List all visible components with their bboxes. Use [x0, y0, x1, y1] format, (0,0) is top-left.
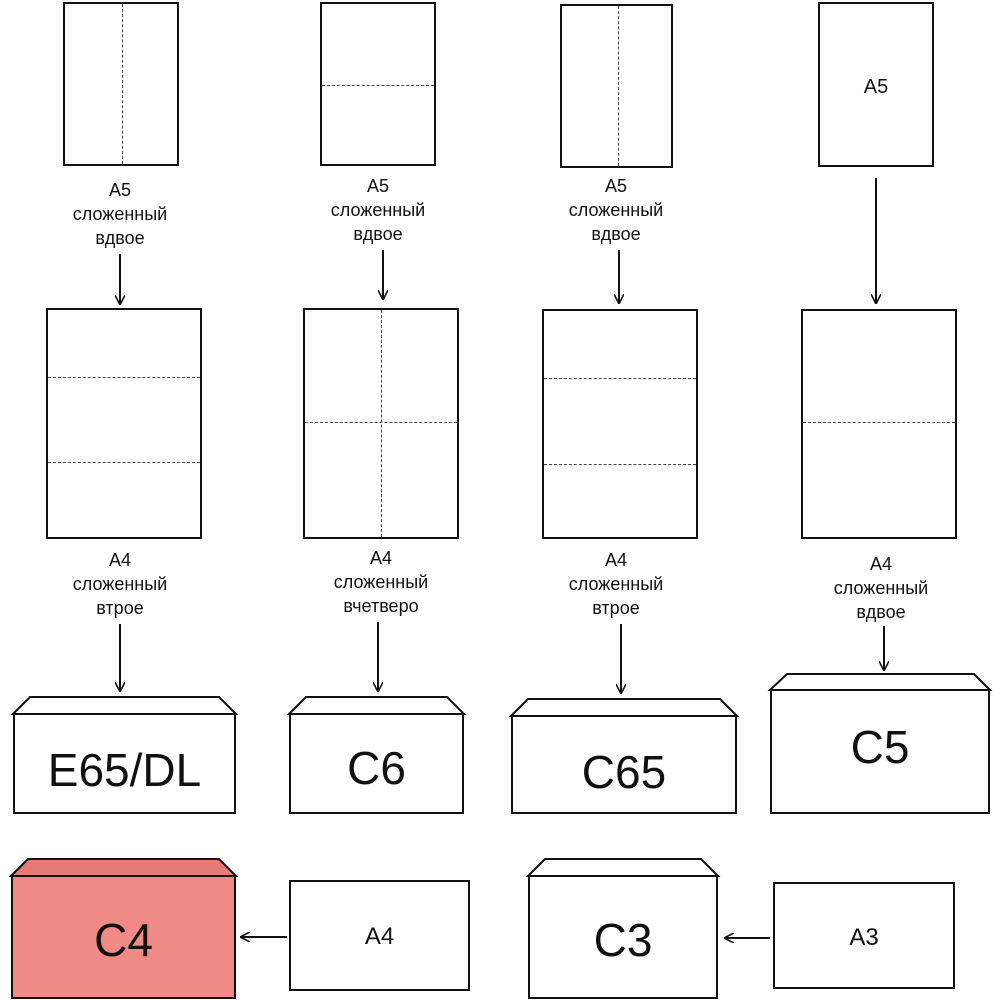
- envelope-label: C5: [850, 720, 910, 773]
- caption-format: A4: [604, 550, 628, 570]
- sheet-a3-landscape: A3: [773, 882, 955, 989]
- sheet-col2-a4: [303, 308, 459, 539]
- caption-fold: сложенный: [568, 574, 664, 594]
- fold-line-horizontal: [544, 464, 696, 465]
- envelope-flap-c6: [286, 696, 467, 715]
- envelope-flap-c65: [508, 698, 740, 717]
- caption-fold-type: вдвое: [95, 228, 145, 248]
- sheet-col4-top: A5: [818, 2, 934, 167]
- fold-line-horizontal: [48, 462, 200, 463]
- envelope-label: E65/DL: [47, 743, 202, 796]
- caption-fold-type: вдвое: [591, 224, 641, 244]
- sheet-col2-top: [320, 2, 436, 166]
- envelope-label: C4: [94, 914, 153, 966]
- envelope-flap-c4: [8, 858, 239, 877]
- envelope-label: C3: [593, 914, 653, 966]
- caption-fold-type: втрое: [592, 598, 640, 618]
- sheet-label-a5: A5: [863, 76, 889, 98]
- sheet-label-a3: A3: [849, 924, 879, 951]
- caption-fold: сложенный: [72, 204, 168, 224]
- caption-col3-a5: A5 сложенный вдвое: [536, 174, 696, 246]
- caption-fold-type: вдвое: [856, 602, 906, 622]
- caption-fold-type: вчетверо: [343, 596, 419, 616]
- envelope-c3: C3: [528, 875, 718, 999]
- sheet-col1-top: [63, 2, 179, 166]
- fold-line-horizontal: [803, 422, 955, 423]
- caption-col4-a4: A4 сложенный вдвое: [801, 552, 961, 624]
- fold-line-horizontal: [48, 377, 200, 378]
- envelope-label: C6: [347, 741, 406, 794]
- caption-fold: сложенный: [833, 578, 929, 598]
- sheet-label-a4: A4: [364, 923, 395, 950]
- caption-col1-a5: A5 сложенный вдвое: [40, 178, 200, 250]
- envelope-label: C65: [581, 745, 667, 798]
- envelope-flap-c5: [767, 673, 993, 691]
- fold-line-vertical: [381, 310, 382, 537]
- fold-line-horizontal: [322, 85, 434, 86]
- sheet-col1-a4: [46, 308, 202, 539]
- fold-line-horizontal: [544, 378, 696, 379]
- caption-format: A4: [369, 548, 393, 568]
- envelope-c4: C4: [11, 875, 236, 999]
- sheet-col3-top: [560, 4, 673, 168]
- caption-fold-type: втрое: [96, 598, 144, 618]
- sheet-col4-a4: [801, 309, 957, 539]
- envelope-e65dl: E65/DL: [13, 713, 236, 814]
- caption-format: A5: [108, 180, 132, 200]
- sheet-col3-a4: [542, 309, 698, 539]
- caption-fold: сложенный: [568, 200, 664, 220]
- envelope-flap-c3: [525, 858, 721, 877]
- envelope-c6: C6: [289, 713, 464, 814]
- caption-format: A4: [108, 550, 132, 570]
- caption-fold-type: вдвое: [353, 224, 403, 244]
- fold-line-vertical: [618, 6, 619, 166]
- envelope-flap-e65dl: [10, 696, 239, 715]
- caption-col2-a5: A5 сложенный вдвое: [298, 174, 458, 246]
- caption-format: A5: [604, 176, 628, 196]
- caption-col2-a4: A4 сложенный вчетверо: [301, 546, 461, 618]
- envelope-c5: C5: [770, 689, 990, 814]
- caption-col3-a4: A4 сложенный втрое: [536, 548, 696, 620]
- caption-fold: сложенный: [72, 574, 168, 594]
- caption-format: A4: [869, 554, 893, 574]
- caption-fold: сложенный: [330, 200, 426, 220]
- envelope-c65: C65: [511, 715, 737, 814]
- caption-format: A5: [366, 176, 390, 196]
- caption-fold: сложенный: [333, 572, 429, 592]
- caption-col1-a4: A4 сложенный втрое: [40, 548, 200, 620]
- fold-line-horizontal: [305, 422, 457, 423]
- fold-line-vertical: [122, 4, 123, 164]
- sheet-a4-landscape: A4: [289, 880, 470, 991]
